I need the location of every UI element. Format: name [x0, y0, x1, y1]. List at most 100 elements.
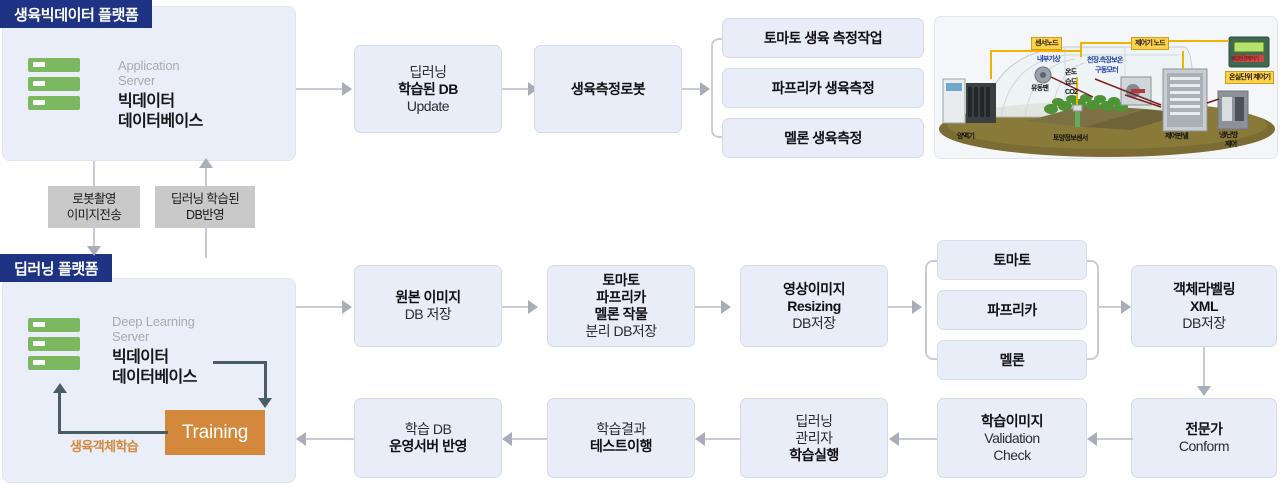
box-line: 멜론 생육측정 — [784, 129, 862, 146]
box-line: DB저장 — [792, 314, 836, 331]
gh-label-cooling-heating-line2: 제어 — [1225, 141, 1237, 148]
box-line: 토마토 — [602, 272, 640, 288]
server-role-line2: Server — [112, 329, 150, 344]
arrow-line — [502, 88, 532, 90]
arrow-line — [1099, 306, 1125, 308]
flowbox-image-resizing-db[interactable]: 영상이미지 Resizing DB저장 — [740, 265, 888, 347]
flowbox-training-db-deploy[interactable]: 학습 DB 운영서버 반영 — [354, 398, 502, 478]
arrow-head — [695, 432, 705, 446]
flowbox-deeplearning-manager-run[interactable]: 딥러닝 관리자 학습실행 — [740, 398, 888, 478]
server-icon — [28, 318, 80, 370]
gh-label-control-panel: 제어판넬 — [1165, 133, 1189, 140]
crop-branch-brace-right — [1087, 260, 1099, 360]
flowbox-expert-conform[interactable]: 전문가 Conform — [1131, 398, 1277, 478]
box-line: Check — [993, 446, 1031, 463]
server-name-line1: 빅데이터 — [112, 349, 169, 366]
edge-label-trained-db-apply: 딥러닝 학습된 DB반영 — [155, 186, 255, 228]
edge-label-line1: 딥러닝 학습된 — [170, 192, 240, 206]
box-line: Conform — [1178, 438, 1230, 454]
flowbox-crop-paprika[interactable]: 파프리카 — [937, 290, 1087, 330]
arrow-line — [302, 438, 354, 440]
arrow-head — [342, 300, 352, 314]
gh-label-nutrient-supply: 양액기 — [957, 133, 975, 140]
arrow-head — [296, 432, 306, 446]
box-line: DB 저장 — [404, 306, 452, 322]
greenhouse-sensor-diagram: 센서노드 제어기 노드 온실단위 제어기 복합환경제어기 내부기상 온도 습도 … — [934, 16, 1278, 159]
arrow-head — [528, 300, 538, 314]
server-name-line1: 빅데이터 — [118, 93, 175, 110]
box-line: 파프리카 — [987, 301, 1037, 318]
gh-label-cooling-heating-line1: 냉/난방 — [1219, 132, 1238, 139]
box-line: 테스트이행 — [590, 438, 652, 454]
box-line: 원본 이미지 — [395, 289, 461, 305]
box-line: XML — [1189, 297, 1219, 314]
arrow-head — [342, 82, 352, 96]
flowbox-object-labeling-xml[interactable]: 객체라벨링 XML DB저장 — [1131, 265, 1277, 347]
arrow-line — [296, 88, 344, 90]
flowbox-deeplearning-db-update[interactable]: 딥러닝 학습된 DB Update — [354, 45, 502, 133]
edge-label-line1: 로봇촬영 — [72, 192, 116, 206]
gh-label-co2: CO2 — [1065, 89, 1078, 96]
training-loop-v — [58, 393, 61, 434]
arrow-line — [1203, 347, 1205, 390]
arrow-head — [528, 82, 538, 96]
flowbox-training-image-validation[interactable]: 학습이미지 Validation Check — [937, 398, 1087, 478]
arrow-head — [502, 432, 512, 446]
server-role-line1: Deep Learning — [112, 314, 195, 329]
training-inflow-arrow — [258, 398, 272, 408]
training-inflow-v2 — [264, 361, 267, 399]
flowbox-tomato-measure-task[interactable]: 토마토 생육 측정작업 — [722, 18, 924, 58]
gh-label-temperature: 온도 — [1065, 69, 1077, 76]
server-name-line2: 데이터베이스 — [112, 369, 197, 386]
box-line: Resizing — [787, 297, 841, 314]
gh-label-drive-motor: 구동모터 — [1095, 67, 1119, 74]
arrow-line — [888, 306, 916, 308]
arrow-line — [895, 438, 937, 440]
box-line: Update — [406, 97, 450, 114]
edge-label-robot-image-send: 로봇촬영 이미지전송 — [48, 186, 140, 228]
box-line: 학습결과 — [596, 421, 646, 437]
gh-label-humidity: 습도 — [1065, 79, 1077, 86]
panel-title-growth-bigdata: 생육빅데이터 플랫폼 — [0, 0, 153, 28]
arrow-line — [695, 306, 725, 308]
flowbox-original-image-db[interactable]: 원본 이미지 DB 저장 — [354, 265, 502, 347]
flowbox-paprika-measure[interactable]: 파프리카 생육측정 — [722, 68, 924, 108]
server-icon — [28, 58, 80, 110]
flowbox-melon-measure[interactable]: 멜론 생육측정 — [722, 118, 924, 158]
measure-branch-brace — [711, 38, 723, 138]
training-loop-arrow — [53, 383, 67, 393]
box-line: DB저장 — [1182, 314, 1226, 331]
flowbox-crop-melon[interactable]: 멜론 — [937, 340, 1087, 380]
flowbox-crop-split-db[interactable]: 토마토 파프리카 멜론 작물 분리 DB저장 — [547, 265, 695, 347]
gh-tag-greenhouse-unit-controller: 온실단위 제어기 — [1225, 71, 1275, 84]
arrow-head — [889, 432, 899, 446]
flowbox-crop-tomato[interactable]: 토마토 — [937, 240, 1087, 280]
greenhouse-illustration-svg — [939, 36, 1275, 157]
arrow-head — [1197, 386, 1211, 396]
connector-down-arrow — [87, 246, 101, 256]
gh-tag-sensor-node: 센서노드 — [1031, 37, 1062, 50]
box-line: 전문가 — [1185, 421, 1223, 437]
box-line: 학습실행 — [789, 446, 839, 463]
training-box[interactable]: Training — [165, 410, 265, 455]
flowbox-growth-measure-robot[interactable]: 생육측정로봇 — [534, 45, 682, 133]
server-role-line1: Application — [118, 58, 180, 73]
loop-label: 생육객체학습 — [70, 439, 139, 454]
box-line: 딥러닝 — [409, 63, 447, 80]
box-line: 생육측정로봇 — [570, 80, 646, 97]
box-line: 운영서버 반영 — [389, 438, 467, 454]
box-line: 파프리카 생육측정 — [771, 79, 875, 96]
box-line: 학습 DB — [404, 421, 452, 437]
arrow-line — [701, 438, 740, 440]
box-line: 객체라벨링 — [1173, 280, 1235, 297]
gh-label-internal-weather: 내부기상 — [1037, 56, 1061, 63]
connector-up-arrow — [199, 158, 213, 168]
arrow-line — [502, 306, 532, 308]
box-line: 딥러닝 — [795, 412, 833, 429]
flowbox-training-result-test[interactable]: 학습결과 테스트이행 — [547, 398, 695, 478]
server-name-line2: 데이터베이스 — [118, 113, 203, 130]
arrow-line — [682, 88, 704, 90]
edge-label-line2: DB반영 — [186, 208, 225, 222]
edge-label-line2: 이미지전송 — [66, 208, 122, 222]
